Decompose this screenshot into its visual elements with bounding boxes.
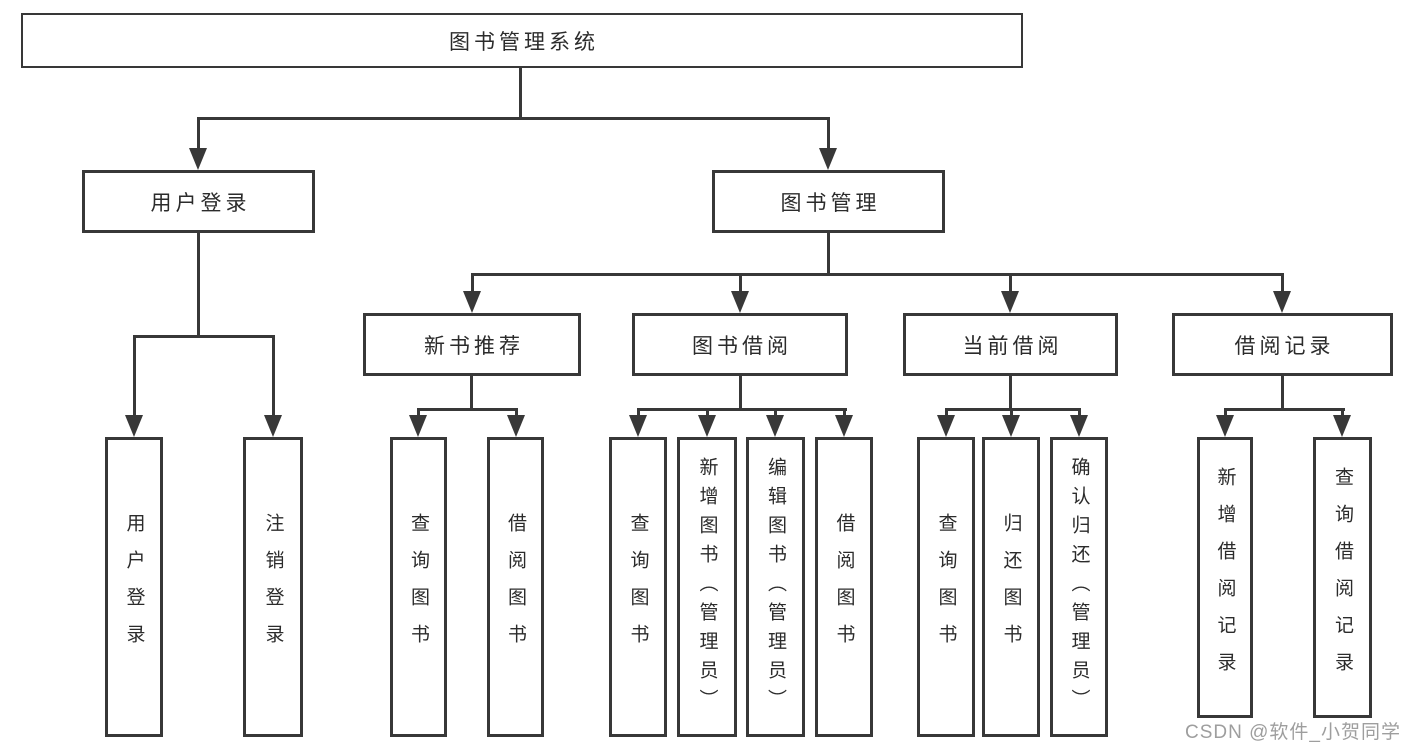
leaf-user-login: 用户登录 xyxy=(105,437,163,737)
arrowhead-to-query-record xyxy=(1333,415,1351,437)
connector-arrow-shaft xyxy=(1280,273,1284,291)
node-root-library-management-system: 图书管理系统 xyxy=(21,13,1023,68)
connector-arrow-shaft xyxy=(1009,408,1013,415)
node-label: 借阅图书 xyxy=(505,513,526,661)
leaf-add-borrow-record: 新增借阅记录 xyxy=(1197,437,1253,718)
connector-new-book-hline xyxy=(416,408,518,411)
leaf-query-books-recommend: 查询图书 xyxy=(390,437,447,737)
node-label: 用户登录 xyxy=(150,191,251,215)
connector-arrow-shaft xyxy=(1008,273,1012,291)
arrowhead-to-return-books xyxy=(1002,415,1020,437)
connector-arrow-shaft xyxy=(842,408,846,415)
node-label: 借阅记录 xyxy=(1234,334,1335,358)
arrowhead-to-add-books xyxy=(698,415,716,437)
connector-arrow-shaft xyxy=(944,408,948,415)
node-label: 图书管理系统 xyxy=(449,30,599,54)
node-book-borrowing: 图书借阅 xyxy=(632,313,848,376)
node-label: 新增图书（管理员） xyxy=(696,456,718,718)
connector-new-book-stem xyxy=(469,376,473,408)
node-current-borrowing: 当前借阅 xyxy=(903,313,1118,376)
connector-arrow-shaft xyxy=(1077,408,1081,415)
connector-arrow-shaft xyxy=(773,408,777,415)
leaf-borrow-books-recommend: 借阅图书 xyxy=(487,437,544,737)
leaf-edit-books-admin: 编辑图书（管理员） xyxy=(746,437,805,737)
connector-arrow-shaft xyxy=(470,273,474,291)
connector-book-mgmt-hline xyxy=(470,273,1284,276)
node-borrowing-records: 借阅记录 xyxy=(1172,313,1393,376)
node-label: 图书管理 xyxy=(780,191,881,215)
arrowhead-to-current-borrowing xyxy=(1001,291,1019,313)
connector-arrow-shaft xyxy=(738,273,742,291)
arrowhead-to-user-login xyxy=(189,148,207,170)
arrowhead-to-add-record xyxy=(1216,415,1234,437)
connector-arrow-shaft xyxy=(1223,408,1227,415)
csdn-watermark: CSDN @软件_小贺同学 xyxy=(1185,722,1401,743)
arrowhead-to-leaf-logout xyxy=(264,415,282,437)
node-new-book-recommend: 新书推荐 xyxy=(363,313,581,376)
connector-borrow-records-hline xyxy=(1223,408,1345,411)
leaf-return-books: 归还图书 xyxy=(982,437,1040,737)
connector-root-stem xyxy=(518,68,522,117)
connector-root-hline xyxy=(196,117,830,120)
connector-arrow-shaft xyxy=(416,408,420,415)
node-label: 借阅图书 xyxy=(833,513,855,661)
node-label: 确认归还（管理员） xyxy=(1068,456,1090,718)
leaf-query-books-current: 查询图书 xyxy=(917,437,975,737)
node-label: 编辑图书（管理员） xyxy=(765,456,786,718)
connector-arrow-shaft xyxy=(826,117,830,148)
node-label: 注销登录 xyxy=(262,513,284,661)
node-label: 新书推荐 xyxy=(424,334,524,358)
leaf-borrow-books-borrowing: 借阅图书 xyxy=(815,437,873,737)
leaf-confirm-return-admin: 确认归还（管理员） xyxy=(1050,437,1108,737)
leaf-query-books-borrowing: 查询图书 xyxy=(609,437,667,737)
arrowhead-to-leaf-user-login xyxy=(125,415,143,437)
connector-arrow-shaft xyxy=(705,408,709,415)
arrowhead-to-borrow-books-1 xyxy=(507,415,525,437)
connector-user-login-hline xyxy=(132,335,275,338)
arrowhead-to-query-books-1 xyxy=(409,415,427,437)
node-label: 查询图书 xyxy=(935,513,957,661)
node-label: 图书借阅 xyxy=(692,334,792,358)
connector-arrow-shaft xyxy=(271,335,275,415)
leaf-query-borrow-record: 查询借阅记录 xyxy=(1313,437,1372,718)
node-label: 查询图书 xyxy=(627,513,649,661)
arrowhead-to-confirm-return xyxy=(1070,415,1088,437)
connector-book-borrow-stem xyxy=(738,376,742,408)
node-user-login-branch: 用户登录 xyxy=(82,170,315,233)
arrowhead-to-book-borrowing xyxy=(731,291,749,313)
connector-borrow-records-stem xyxy=(1280,376,1284,408)
node-label: 新增借阅记录 xyxy=(1214,466,1236,689)
connector-arrow-shaft xyxy=(196,117,200,148)
connector-arrow-shaft xyxy=(1340,408,1344,415)
node-label: 用户登录 xyxy=(123,513,145,661)
connector-arrow-shaft xyxy=(132,335,136,415)
node-label: 归还图书 xyxy=(1000,513,1022,661)
arrowhead-to-book-management xyxy=(819,148,837,170)
node-label: 当前借阅 xyxy=(962,334,1063,358)
arrowhead-to-borrowing-records xyxy=(1273,291,1291,313)
arrowhead-to-new-book-recommend xyxy=(463,291,481,313)
node-book-management-branch: 图书管理 xyxy=(712,170,945,233)
arrowhead-to-query-books-2 xyxy=(629,415,647,437)
node-label: 查询借阅记录 xyxy=(1332,466,1353,689)
node-label: 查询图书 xyxy=(408,513,429,661)
connector-book-mgmt-stem xyxy=(826,233,830,273)
leaf-logout: 注销登录 xyxy=(243,437,303,737)
connector-user-login-stem xyxy=(196,233,200,335)
connector-current-borrow-hline xyxy=(944,408,1081,411)
connector-arrow-shaft xyxy=(514,408,518,415)
connector-current-borrow-stem xyxy=(1008,376,1012,408)
arrowhead-to-borrow-books-2 xyxy=(835,415,853,437)
connector-book-borrow-hline xyxy=(636,408,847,411)
leaf-add-books-admin: 新增图书（管理员） xyxy=(677,437,737,737)
arrowhead-to-query-books-3 xyxy=(937,415,955,437)
arrowhead-to-edit-books xyxy=(766,415,784,437)
connector-arrow-shaft xyxy=(636,408,640,415)
